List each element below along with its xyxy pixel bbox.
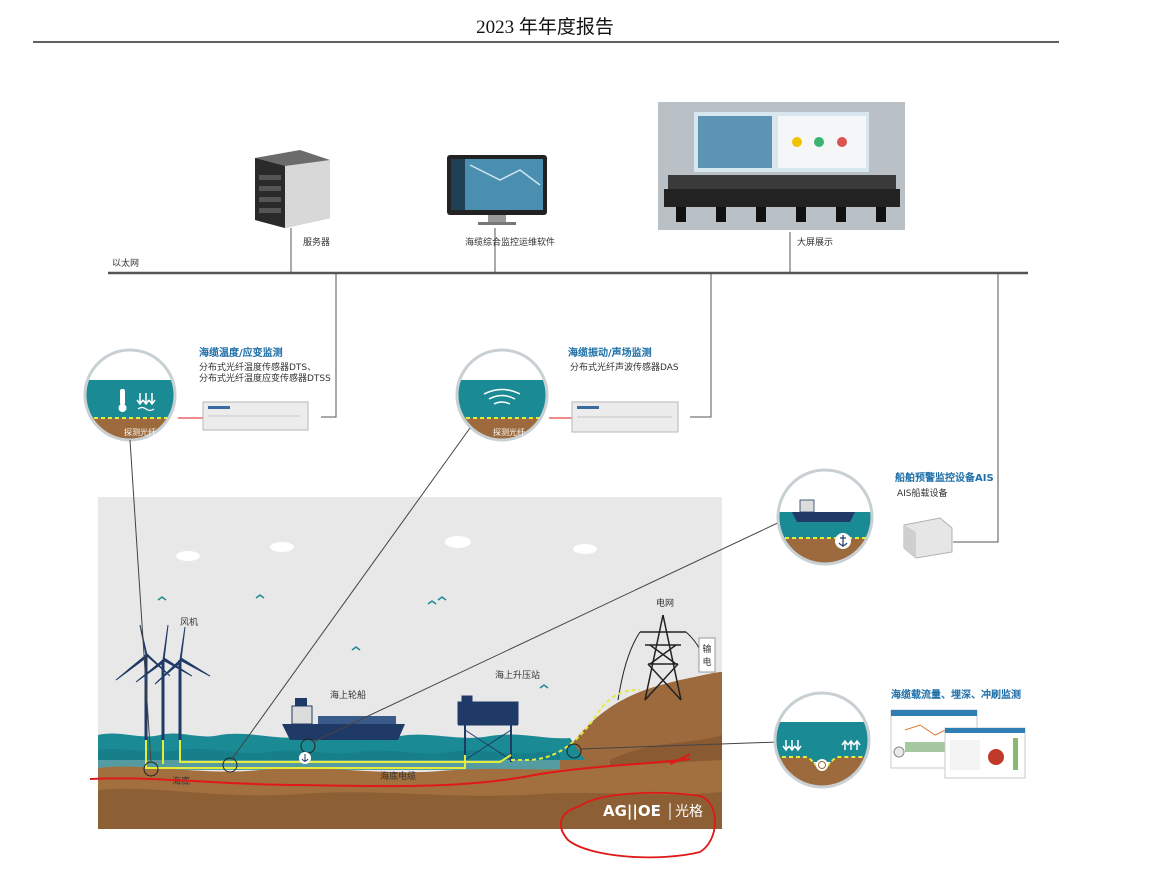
burial-callout-marker (566, 743, 582, 759)
das-callout-marker (222, 757, 238, 773)
anchor-icon (299, 752, 311, 764)
transmission-text-1: 输 (702, 643, 711, 655)
dts-fiber-label: 探测光纤 (124, 427, 156, 437)
server-icon (255, 150, 330, 228)
heat-arrows-icon (136, 393, 156, 412)
das-sensor-circle (455, 348, 549, 442)
transmission-text-2: 电 (702, 656, 711, 668)
burial-title: 海缆载流量、埋深、冲刷监测 (891, 688, 1021, 701)
burial-screenshots (890, 709, 1026, 779)
substation-label: 海上升压站 (495, 669, 540, 681)
anchor-icon (835, 533, 851, 549)
up-arrows-icon (841, 739, 861, 750)
grid-label: 电网 (656, 597, 674, 609)
das-title: 海缆振动/声场监测 (568, 346, 652, 359)
down-arrows-icon (782, 740, 802, 752)
burial-leader-line (579, 741, 779, 750)
thermometer-icon (118, 389, 127, 412)
ais-device-icon (903, 517, 953, 559)
server-label: 服务器 (303, 236, 330, 248)
das-link (690, 273, 712, 418)
dts-title: 海缆温度/应变监测 (199, 346, 283, 359)
ethernet-label: 以太网 (112, 257, 139, 269)
red-annotation-underline (89, 753, 691, 788)
burial-sensor-circle (773, 691, 871, 789)
monitor-icon (447, 155, 547, 225)
dts-leader-line (129, 439, 152, 763)
birds (157, 594, 549, 689)
sea-scene (98, 497, 722, 829)
ship-label: 海上轮船 (330, 689, 366, 701)
dts-desc-2: 分布式光纤温度应变传感器DTSS (199, 372, 331, 384)
ais-link (953, 273, 999, 543)
cable-label: 海底电缆 (380, 770, 416, 782)
dts-desc-1: 分布式光纤温度传感器DTS、 (199, 361, 316, 373)
logo-cn: 光格 (675, 804, 703, 820)
red-annotation-circle (559, 791, 716, 859)
ship (282, 698, 405, 740)
display-label: 大屏展示 (797, 236, 833, 248)
das-leader-line (231, 427, 471, 760)
ais-sensor-circle (776, 468, 874, 566)
wind-label: 风机 (180, 616, 198, 628)
sound-wave-icon (483, 388, 521, 405)
page-header: 2023 年年度报告 (476, 16, 614, 38)
dts-sensor-circle (83, 348, 177, 442)
software-label: 海缆综合监控运维软件 (465, 236, 555, 248)
submarine-cable (145, 689, 641, 769)
das-device-icon (571, 401, 679, 433)
ais-title: 船舶预警监控设备AIS (895, 471, 994, 484)
logo-text: AG||OE (603, 802, 661, 821)
company-logo: AG||OE 光格 (603, 802, 703, 821)
dts-device-icon (202, 401, 309, 431)
das-desc-1: 分布式光纤声波传感器DAS (570, 361, 679, 373)
transmission-box (698, 637, 716, 673)
control-room-photo (658, 102, 905, 230)
das-fiber-label: 探测光纤 (493, 427, 525, 437)
ais-leader-line (312, 519, 785, 743)
ais-desc-1: AIS船载设备 (897, 487, 948, 499)
cable-marker-icon (816, 759, 828, 771)
dts-link (321, 273, 337, 418)
wind-turbines (115, 624, 211, 740)
